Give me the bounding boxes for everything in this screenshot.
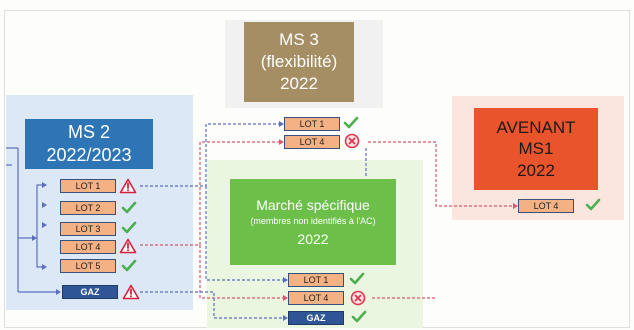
- check-icon: [584, 197, 602, 213]
- ms2-lot-3: LOT 3: [60, 222, 116, 236]
- avenant-box: AVENANT MS1 2022: [474, 108, 598, 190]
- ms2-title: MS 2: [67, 121, 110, 142]
- ms2-lot-5: LOT 5: [60, 259, 116, 273]
- ms2-gaz-to-marche-connector: [140, 291, 283, 319]
- marche-year: 2022: [297, 231, 329, 248]
- arrowhead: [56, 289, 61, 295]
- ms2-box: MS 2 2022/2023: [25, 119, 153, 169]
- ms3-to-avenant-connector: [368, 141, 513, 207]
- arrowhead: [283, 277, 288, 283]
- warning-icon: [119, 238, 137, 254]
- ms2-lot-4: LOT 4: [60, 240, 116, 254]
- ms2-lot4-to-ms3-connector: [140, 141, 279, 246]
- ms2-lot4-to-marche-connector: [199, 245, 283, 299]
- avenant-year: 2022: [517, 160, 555, 180]
- marche-title: Marché spécifique: [256, 196, 370, 213]
- warning-icon: [119, 178, 137, 194]
- warning-icon: [122, 284, 140, 300]
- check-icon: [120, 258, 138, 274]
- arrowhead: [32, 235, 37, 241]
- arrowhead: [279, 139, 284, 145]
- ms3-title: MS 3: [279, 29, 319, 49]
- marche-box: Marché spécifique (membres non identifié…: [230, 179, 396, 265]
- marche-gaz: GAZ: [288, 311, 344, 325]
- ms3-lot-1: LOT 1: [284, 117, 340, 131]
- ms2-lot-1: LOT 1: [60, 179, 116, 193]
- ms2-lot1-to-marche-connector: [205, 186, 283, 281]
- error-icon: [344, 133, 362, 149]
- arrowhead: [42, 182, 47, 188]
- avenant-title: AVENANT: [496, 118, 576, 138]
- arrowhead: [42, 264, 47, 270]
- ms3-box: MS 3 (flexibilité) 2022: [244, 22, 354, 102]
- marche-subtitle: (membres non identifiés à l'AC): [250, 215, 376, 226]
- marche-lot-4: LOT 4: [288, 291, 344, 305]
- arrowhead: [283, 295, 288, 301]
- marche-lot-1: LOT 1: [288, 273, 344, 287]
- check-icon: [348, 271, 366, 287]
- check-icon: [342, 115, 360, 131]
- ms2-group-bracket: [36, 184, 42, 268]
- arrowhead: [513, 203, 518, 209]
- arrowhead: [283, 315, 288, 321]
- arrowhead: [42, 222, 47, 228]
- arrowhead: [279, 121, 284, 127]
- error-icon: [350, 290, 368, 306]
- ms2-lot1-to-ms3-connector: [140, 123, 279, 187]
- check-icon: [120, 200, 138, 216]
- ms2-gaz: GAZ: [62, 285, 118, 299]
- check-icon: [350, 309, 368, 325]
- ms3-year: 2022: [280, 74, 318, 94]
- ms2-lot-2: LOT 2: [60, 201, 116, 215]
- avenant-contract: MS1: [518, 139, 554, 159]
- ms2-period: 2022/2023: [46, 145, 132, 165]
- arrowhead: [42, 202, 47, 208]
- check-icon: [120, 220, 138, 236]
- ms3-subtitle: (flexibilité): [260, 51, 338, 71]
- avenant-lot-4: LOT 4: [518, 199, 574, 213]
- ms3-lot-4: LOT 4: [284, 135, 340, 149]
